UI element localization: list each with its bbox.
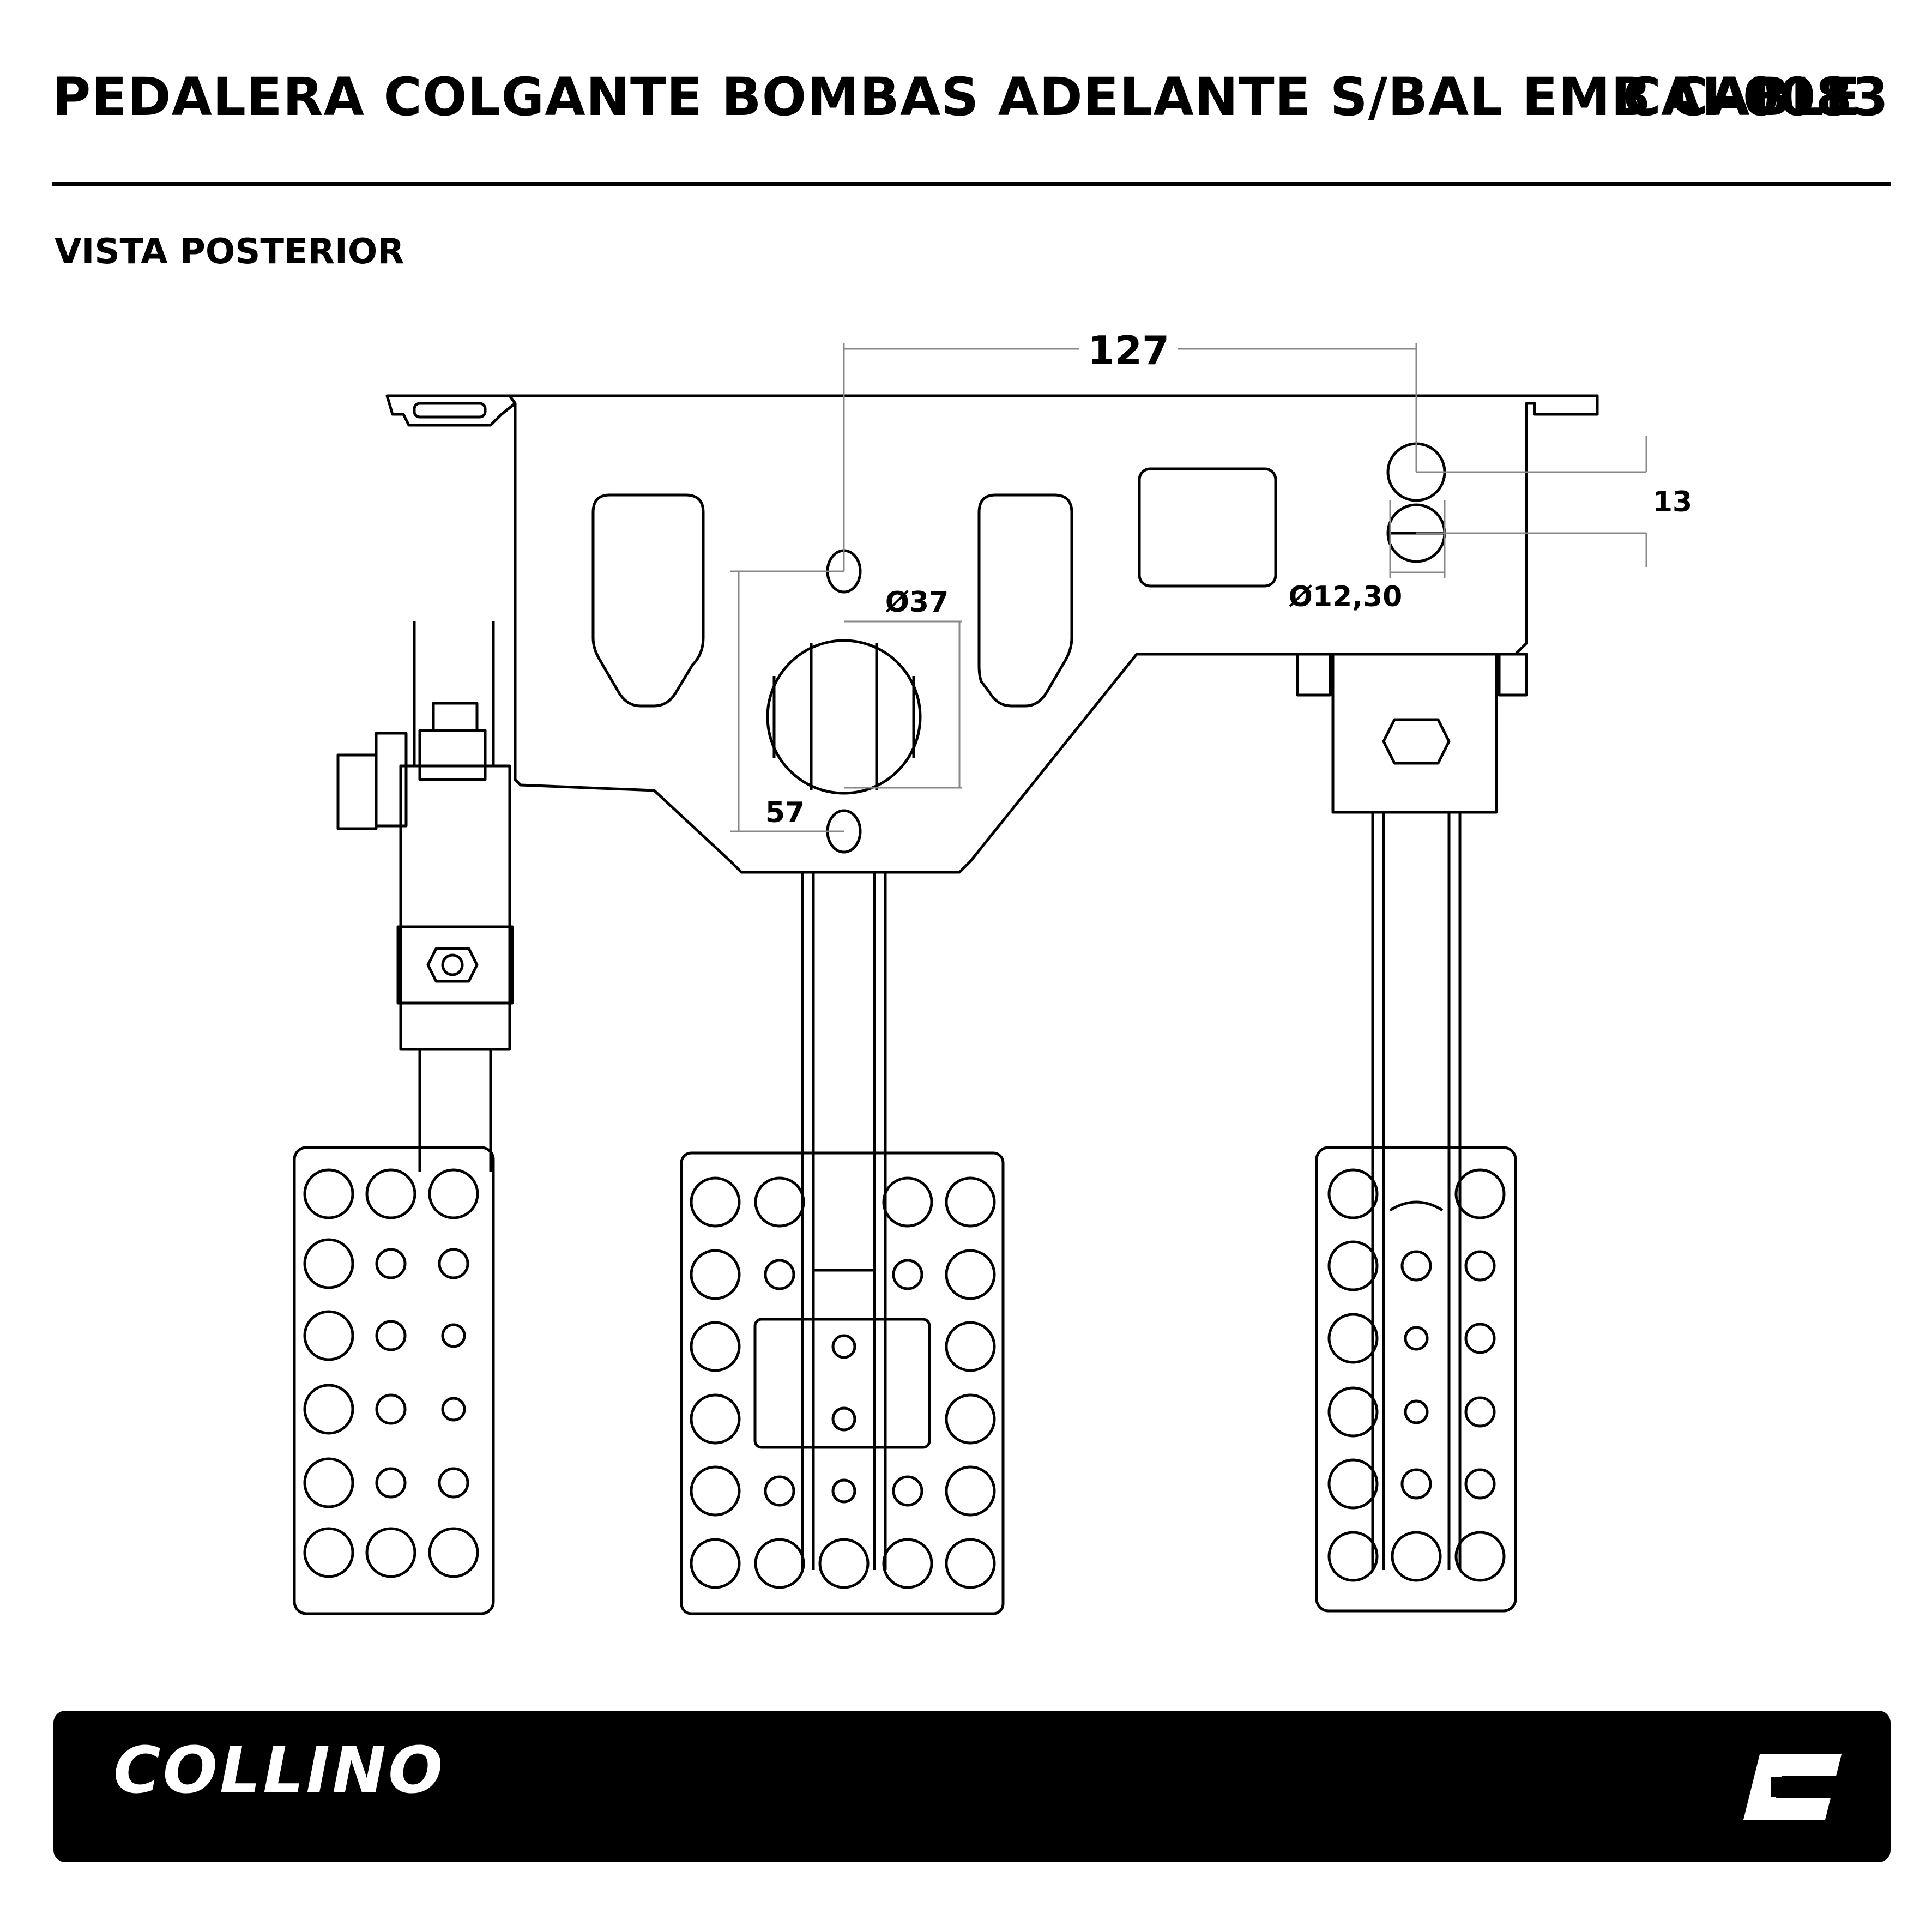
brand-footer: COLLINO xyxy=(53,1711,1891,1862)
collino-c-logo-icon xyxy=(1743,1754,1842,1820)
rect-cutout xyxy=(1138,467,1277,588)
dim-dia-37: Ø37 xyxy=(885,586,949,619)
throttle-pad-holes xyxy=(1327,1168,1506,1582)
dim-57: 57 xyxy=(765,796,805,829)
throttle-pedal-assembly xyxy=(1296,653,1528,1613)
dim-127: 127 xyxy=(1088,328,1169,373)
part-code: CAI-0083 xyxy=(1622,67,1889,128)
top-flange xyxy=(387,394,1599,874)
clutch-pad-holes xyxy=(303,1168,479,1578)
slot-cutout-left xyxy=(591,493,705,708)
left-tab-slot xyxy=(413,402,487,419)
large-bore xyxy=(766,639,922,795)
collino-wordmark: COLLINO xyxy=(113,1732,445,1808)
left-flange-tab xyxy=(385,394,517,427)
slot-cutout-right xyxy=(977,493,1073,708)
dim-dia-12-30: Ø12,30 xyxy=(1289,581,1403,613)
brake-pad-holes xyxy=(690,1176,996,1589)
clutch-pedal-pad xyxy=(293,1146,495,1615)
dimension-lines xyxy=(730,343,1647,832)
clutch-pedal-assembly xyxy=(293,621,514,1615)
brake-pedal-assembly xyxy=(680,872,1005,1615)
view-label: VISTA POSTERIOR xyxy=(55,232,404,272)
drawing-title: PEDALERA COLGANTE BOMBAS ADELANTE S/BAL … xyxy=(52,67,1861,128)
dim-13: 13 xyxy=(1653,486,1692,518)
header-divider xyxy=(52,182,1891,186)
throttle-pedal-pad xyxy=(1315,1146,1517,1613)
brake-pedal-pad xyxy=(680,1151,1005,1615)
